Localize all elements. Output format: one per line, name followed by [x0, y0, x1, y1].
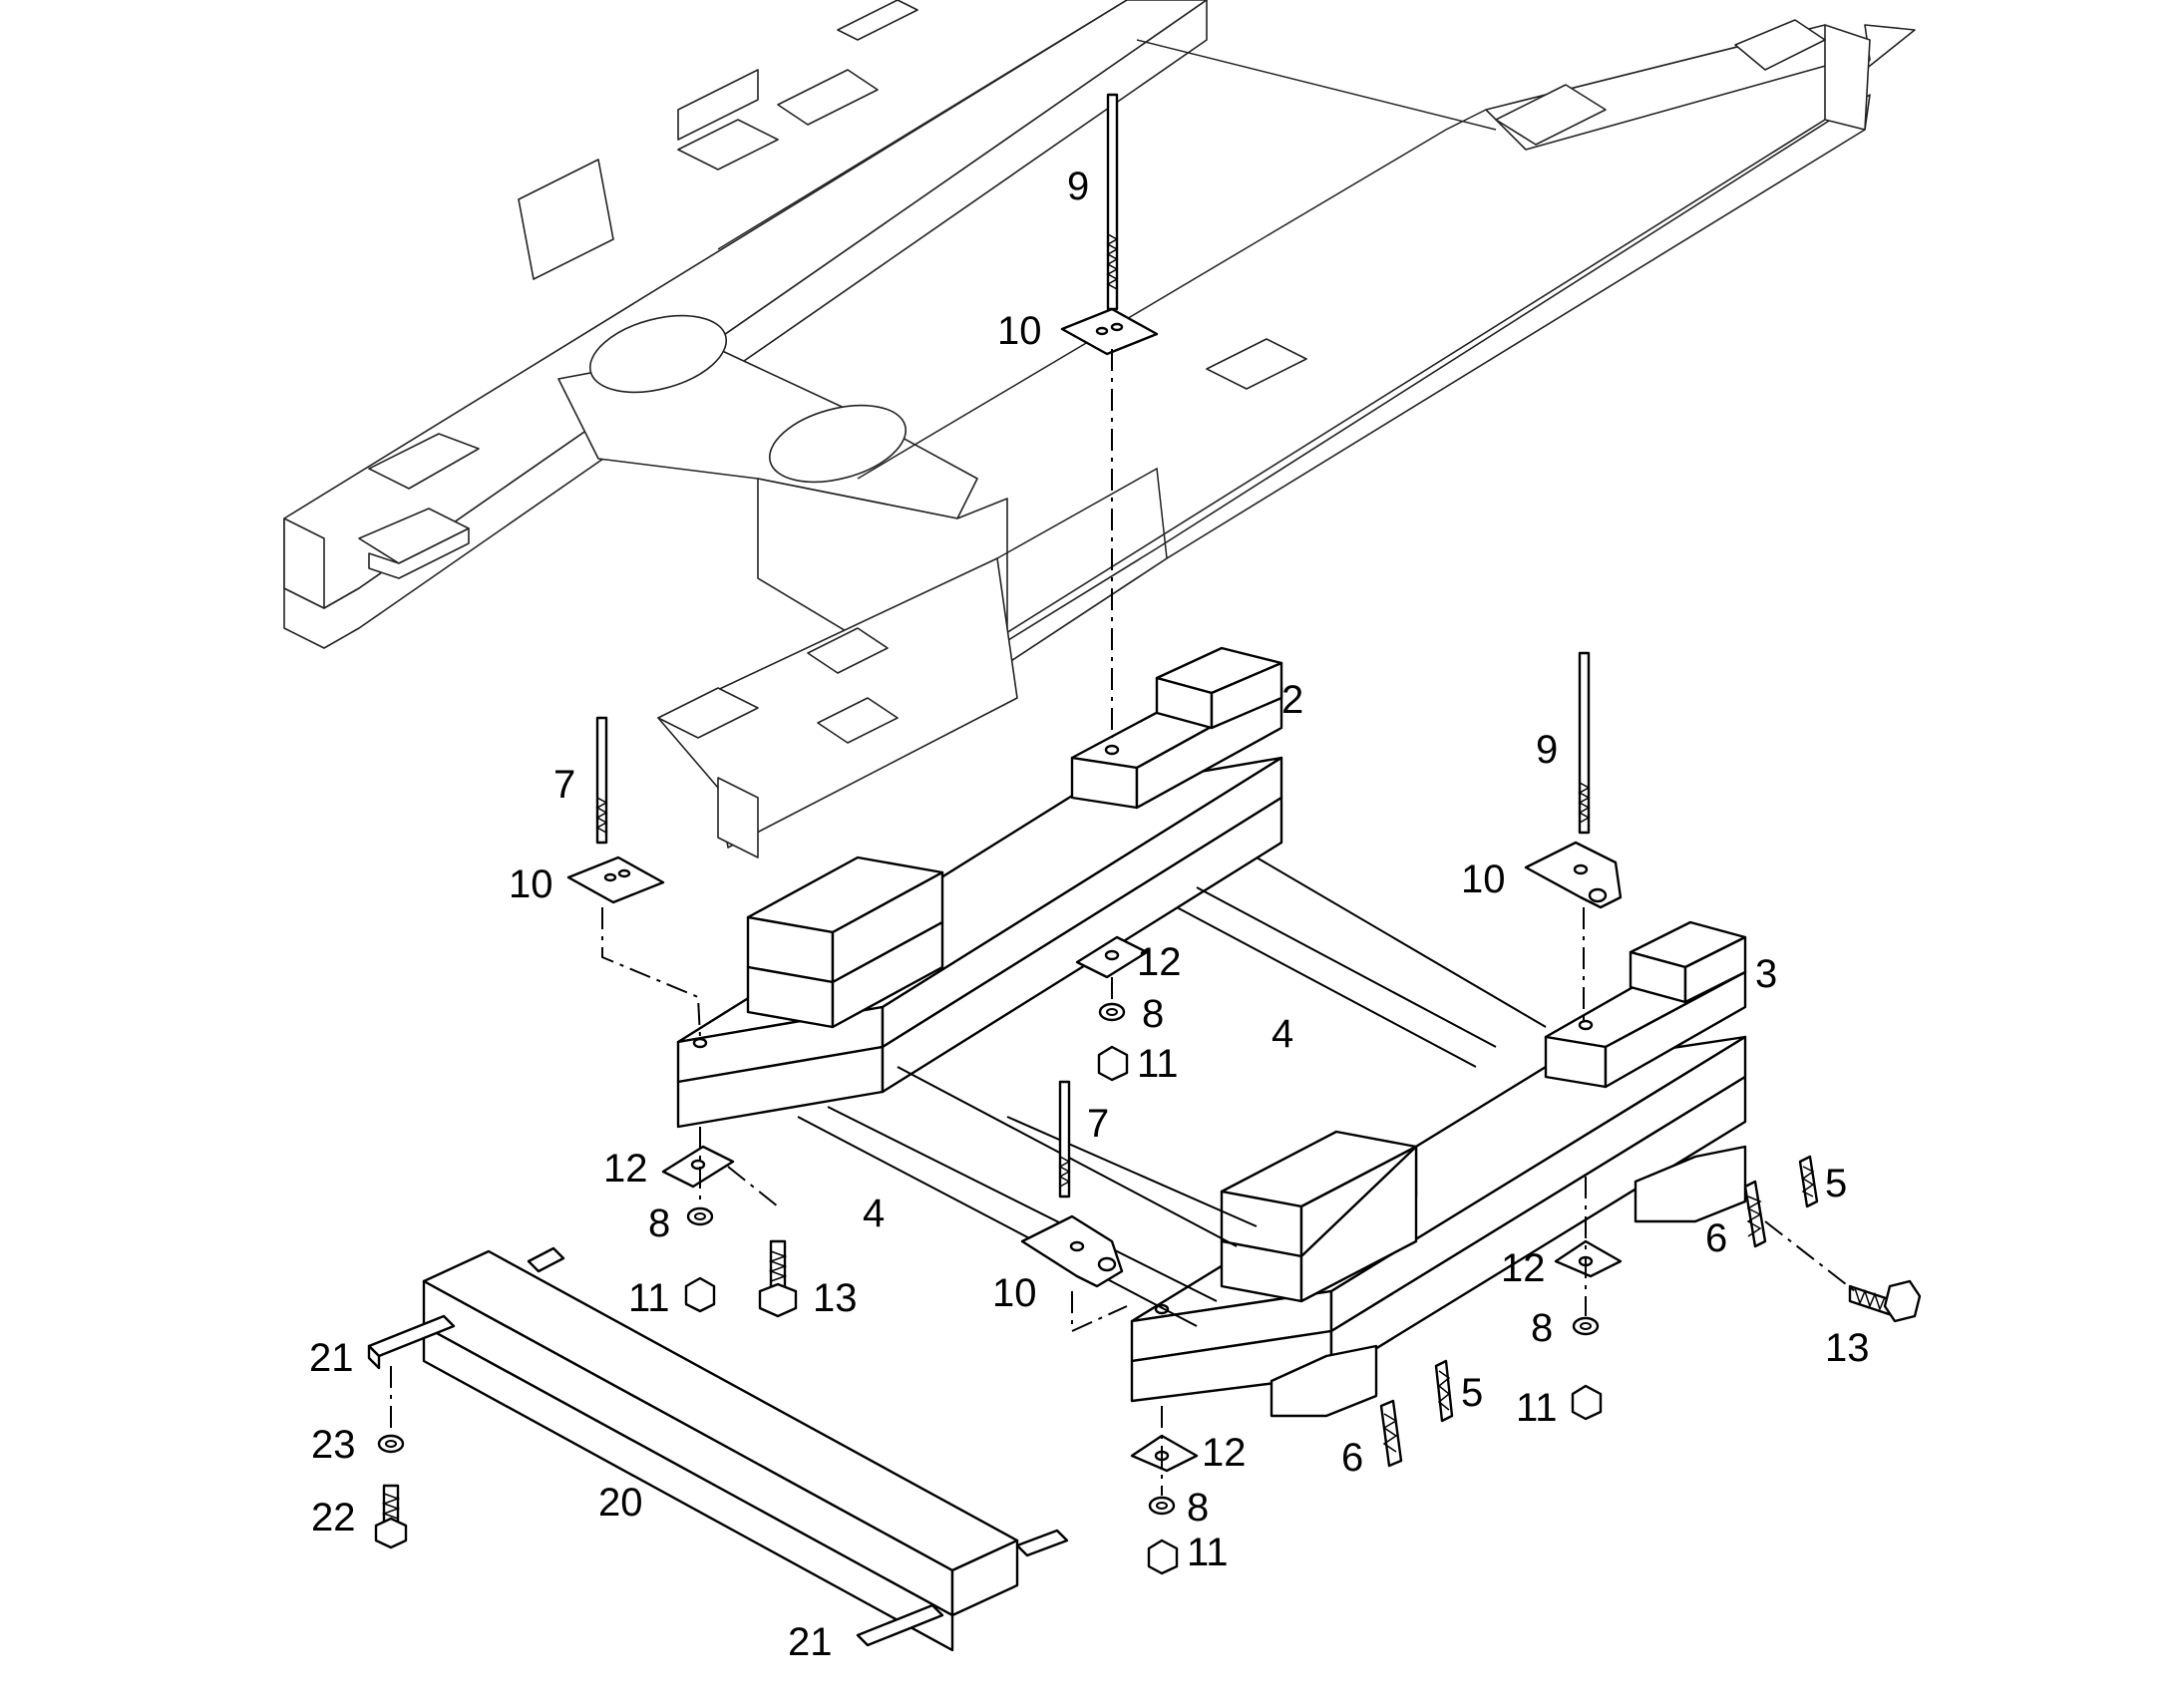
bolt-13-left	[758, 1239, 798, 1318]
callout-21: 21	[309, 1336, 354, 1380]
callout-2: 2	[1281, 678, 1303, 722]
plate-10-top	[1060, 307, 1159, 356]
callout-8: 8	[1531, 1306, 1553, 1350]
cribbing-stack-2	[676, 646, 1283, 1129]
callout-5: 5	[1825, 1162, 1847, 1205]
callout-21: 21	[788, 1620, 833, 1664]
callout-13: 13	[1825, 1326, 1870, 1370]
callout-12: 12	[1202, 1431, 1247, 1475]
callout-23: 23	[311, 1423, 356, 1467]
callout-5: 5	[1461, 1371, 1483, 1415]
callout-11: 11	[1187, 1531, 1229, 1574]
callout-4: 4	[1272, 1012, 1293, 1056]
shims	[1379, 1155, 1819, 1468]
callout-13: 13	[813, 1276, 858, 1320]
callout-3: 3	[1755, 952, 1777, 996]
plate-10-center	[1020, 1214, 1124, 1288]
clip-12-right	[1554, 1239, 1623, 1278]
callout-10: 10	[509, 862, 553, 906]
callout-8: 8	[1187, 1486, 1209, 1530]
cribbing-stack-3	[1130, 920, 1747, 1418]
plate-10-right	[1524, 841, 1623, 909]
callout-10: 10	[992, 1271, 1037, 1315]
callout-4: 4	[863, 1192, 885, 1235]
callout-22: 22	[311, 1496, 356, 1539]
callout-20: 20	[598, 1481, 643, 1525]
callout-9: 9	[1536, 728, 1558, 772]
callout-7: 7	[1087, 1102, 1109, 1146]
beam-20-assembly	[367, 1246, 1069, 1652]
assembly-center-lines	[390, 349, 1856, 1496]
callout-12: 12	[1137, 940, 1182, 984]
callout-6: 6	[1341, 1436, 1363, 1480]
callout-10: 10	[1461, 857, 1506, 901]
callout-11: 11	[1516, 1386, 1558, 1430]
callout-12: 12	[1501, 1246, 1546, 1290]
callout-8: 8	[1142, 992, 1164, 1036]
callout-6: 6	[1705, 1216, 1727, 1260]
callout-12: 12	[603, 1147, 648, 1191]
callout-11: 11	[1137, 1042, 1179, 1086]
callout-9: 9	[1067, 165, 1089, 208]
nuts	[684, 1045, 1603, 1575]
callout-labels: 2 3 4 4 5 5 6 6 7 7 8 8 8 8 9 9 10 10 10…	[309, 165, 1870, 1664]
stud-7-center	[1058, 1080, 1071, 1198]
clip-12-bottom	[1130, 1434, 1199, 1473]
callout-10: 10	[997, 309, 1042, 353]
bolt-22	[374, 1484, 408, 1549]
stud-9-top	[1106, 93, 1119, 311]
callout-11: 11	[628, 1276, 670, 1320]
callout-7: 7	[553, 763, 575, 807]
plate-10-left	[566, 855, 665, 904]
callout-8: 8	[648, 1201, 670, 1245]
stud-9-right	[1578, 651, 1591, 835]
bolt-13-right	[1848, 1279, 1922, 1323]
stud-7-left	[595, 716, 608, 845]
washers	[377, 1002, 1600, 1516]
chassis-frame	[283, 0, 1916, 858]
clip-12-upper	[1075, 935, 1149, 979]
clip-12-left	[661, 1145, 735, 1189]
